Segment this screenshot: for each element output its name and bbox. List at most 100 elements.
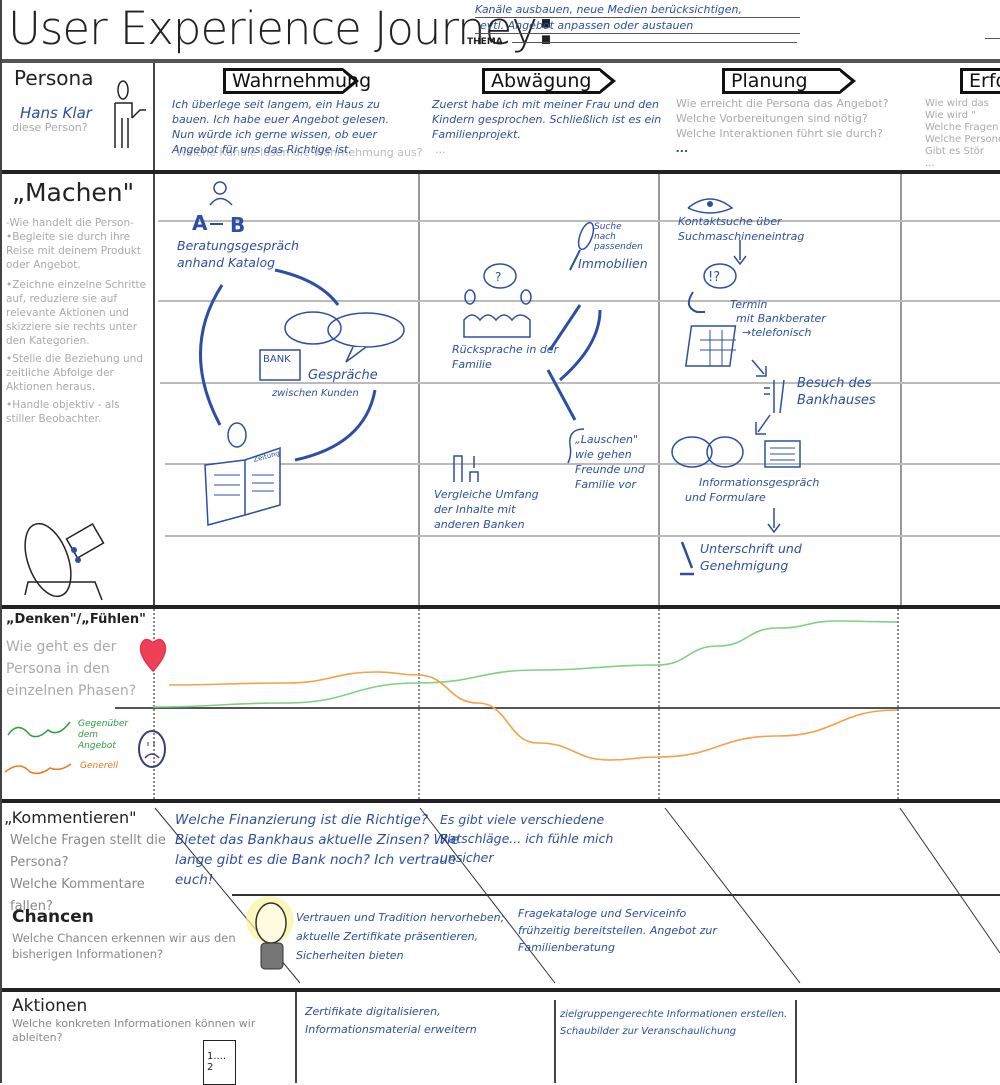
chance-abwaegung: Fragekataloge und Serviceinfo frühzeitig… [518, 907, 717, 954]
phase-label: Wahrnehmung [232, 70, 372, 92]
neutral-baseline [115, 707, 1000, 709]
step-vergleiche: Vergleiche Umfang der Inhalte mit andere… [434, 488, 539, 531]
svg-text:?: ? [495, 270, 501, 284]
aktionen-column-line [295, 992, 297, 1083]
erfo-hints: Wie wird das Wie wird " Welche Fragen We… [925, 98, 1000, 170]
aktion-abwaegung: zielgruppengerechte Informationen erstel… [560, 1009, 788, 1037]
info-line: Informationsgespräch [699, 476, 820, 489]
termin-line: →telefonisch [742, 326, 812, 339]
machen-column-line [153, 174, 155, 605]
step-informationsgespraech: Informationsgespräch und Formulare [685, 475, 819, 505]
hint-line: Welche Vorbereitungen sind nötig? [676, 112, 868, 125]
hint-ellipsis: ... [676, 142, 689, 155]
aktionen-title: Aktionen [12, 996, 88, 1016]
termin-line: mit Bankberater [736, 312, 826, 325]
arrow-gespraeche-zeitung [294, 389, 377, 462]
series-line-angebot [152, 620, 898, 708]
suche-line: passenden [594, 242, 643, 252]
phase-divider-dotted [658, 609, 660, 799]
left-border [0, 0, 2, 1083]
termin-line: Termin [730, 298, 768, 311]
denken-question: Wie geht es der Persona in den einzelnen… [6, 639, 137, 699]
diagonal-lines [154, 807, 1000, 984]
sad-face-icon [138, 730, 166, 768]
walking-legs-icon [764, 379, 785, 414]
letter-b: B [230, 213, 245, 237]
phase-divider-dotted [153, 609, 155, 799]
kommentieren-title: „Kommentieren" [4, 808, 137, 827]
step-kontaktsuche: Kontaktsuche über Suchmaschineneintrag [678, 215, 805, 243]
step-beratungsgespraech: Beratungsgespräch anhand Katalog [177, 238, 299, 270]
pen-icon [680, 541, 694, 576]
legend-green-swatch [7, 721, 71, 738]
phase-erfo: Erfo [960, 68, 1000, 94]
step-immobilien: Immobilien [578, 256, 648, 271]
bank-sign: BANK [263, 354, 291, 365]
calendar-icon [684, 325, 737, 367]
list-document-icon: 1....2 [203, 1040, 236, 1085]
question: Welche Kommentare fallen? [10, 877, 145, 914]
grid-line [158, 220, 1000, 222]
grid-line [165, 463, 1000, 465]
tip: •Handle objektiv - als stiller Beobachte… [6, 399, 120, 425]
step-gespraeche: Gespräche [308, 368, 378, 383]
abwaegung-arrows [546, 304, 602, 421]
grid-line [158, 300, 1000, 302]
chancen-title: Chancen [12, 907, 94, 927]
phone-bubble-icon: !? [687, 263, 737, 313]
hint-line: Wie wird das [925, 98, 989, 109]
phase-label: Abwägung [491, 70, 592, 92]
theme-line: evtl. Angebot anpassen oder austauen [475, 18, 800, 34]
persona-prompt: diese Person? [12, 121, 88, 134]
grid-line [165, 535, 1000, 537]
abwaegung-quote: Zuerst habe ich mit meiner Frau und den … [432, 98, 662, 141]
suche-line: nach [594, 232, 616, 242]
chance-wahrnehmung: Vertrauen und Tradition hervorheben; akt… [296, 911, 505, 962]
suche-line: Suche [594, 222, 622, 232]
eye-icon [687, 198, 734, 214]
persona-name: Hans Klar [20, 104, 92, 122]
hint-line: Welche Personen [925, 134, 1000, 145]
phase-line-3 [900, 174, 902, 605]
header-right-line [985, 38, 1000, 39]
hint-line: Gibt es Stör [925, 146, 985, 157]
aktion-wahrnehmung: Zertifikate digitalisieren, Informations… [305, 1005, 477, 1036]
phase-line-2 [658, 174, 660, 605]
tip: •Begleite sie durch ihre Reise mit deine… [6, 231, 141, 271]
question: Welche Fragen stellt die Persona? [10, 833, 166, 870]
persona-divider [0, 170, 1000, 174]
phase-label: Erfo [969, 70, 1000, 92]
abwaegung-hint: ... [435, 143, 446, 156]
title-text: User Experience Journey [8, 2, 538, 55]
comment-abwaegung: Es gibt viele verschiedene Ratschläge...… [440, 812, 614, 865]
persona-column-line [153, 63, 155, 170]
unterschrift-line: Unterschrift und [700, 541, 802, 556]
hint-line: ... [925, 158, 935, 169]
legend-orange-swatch [4, 763, 72, 775]
unterschrift-line: Genehmigung [700, 558, 789, 573]
list-line: 1.... [207, 1051, 227, 1062]
step-ruecksprache: Rücksprache in der Familie [452, 343, 559, 371]
wahrnehmung-quote: Ich überlege seit langem, ein Haus zu ba… [172, 98, 389, 156]
arrow-beratung-gespraeche [274, 268, 340, 306]
tip: •Zeichne einzelne Schritte auf, reduzier… [6, 279, 147, 347]
lightbulb-icon [246, 896, 294, 970]
theme-label: THEMA [467, 37, 503, 47]
ear-icon [567, 428, 585, 464]
legend-gegenueber: Gegenüber dem Angebot [78, 719, 129, 751]
step-lauschen: „Lauschen" wie gehen Freunde und Familie… [575, 433, 645, 491]
aktionen-column-line [554, 1000, 556, 1083]
kommentieren-questions: Welche Fragen stellt die Persona? Welche … [10, 830, 175, 918]
tip: -Wie handelt die Person- [6, 217, 134, 229]
cycle-arrows [199, 268, 377, 462]
info-line: und Formulare [685, 491, 766, 504]
chancen-question: Welche Chancen erkennen wir aus den bish… [12, 931, 236, 961]
tip: •Stelle die Beziehung und zeitliche Abfo… [6, 353, 143, 393]
phase-wahrnehmung: Wahrnehmung [223, 68, 371, 94]
arrow-zeitung-beratung [199, 284, 224, 426]
machen-divider [0, 605, 1000, 609]
newspaper-reader-icon: Zeitung [204, 422, 281, 526]
